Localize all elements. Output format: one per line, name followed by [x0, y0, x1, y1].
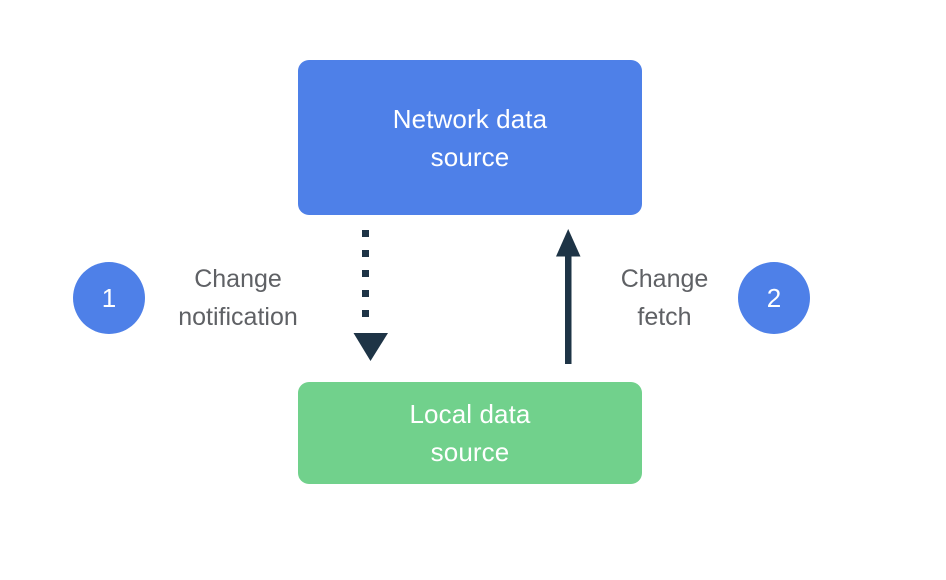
- node-network-data-source-label-line2: source: [430, 141, 510, 172]
- step-label-change-notification-line2: notification: [178, 303, 298, 331]
- step-label-change-fetch: Change fetch: [593, 260, 736, 336]
- step-label-change-notification-line1: Change: [194, 265, 282, 293]
- arrow-change-notification-dotted-down-icon: [353, 230, 388, 361]
- step-badge-2: 2: [738, 262, 810, 334]
- node-network-data-source-label-line1: Network data: [392, 103, 548, 134]
- step-badge-1: 1: [73, 262, 145, 334]
- step-label-change-fetch-line1: Change: [620, 265, 709, 293]
- step-label-change-notification: Change notification: [158, 260, 318, 336]
- node-network-data-source: Network data source: [298, 60, 642, 215]
- node-local-data-source-label: Local data source: [410, 395, 531, 471]
- node-network-data-source-label: Network data source: [393, 100, 547, 176]
- step-label-change-fetch-line2: fetch: [637, 303, 692, 331]
- step-badge-1-number: 1: [101, 283, 117, 313]
- step-badge-2-number: 2: [766, 283, 782, 313]
- node-local-data-source-label-line1: Local data: [409, 399, 531, 429]
- node-local-data-source: Local data source: [298, 382, 642, 484]
- node-local-data-source-label-line2: source: [430, 437, 510, 467]
- arrow-change-fetch-solid-up-icon: [556, 229, 581, 364]
